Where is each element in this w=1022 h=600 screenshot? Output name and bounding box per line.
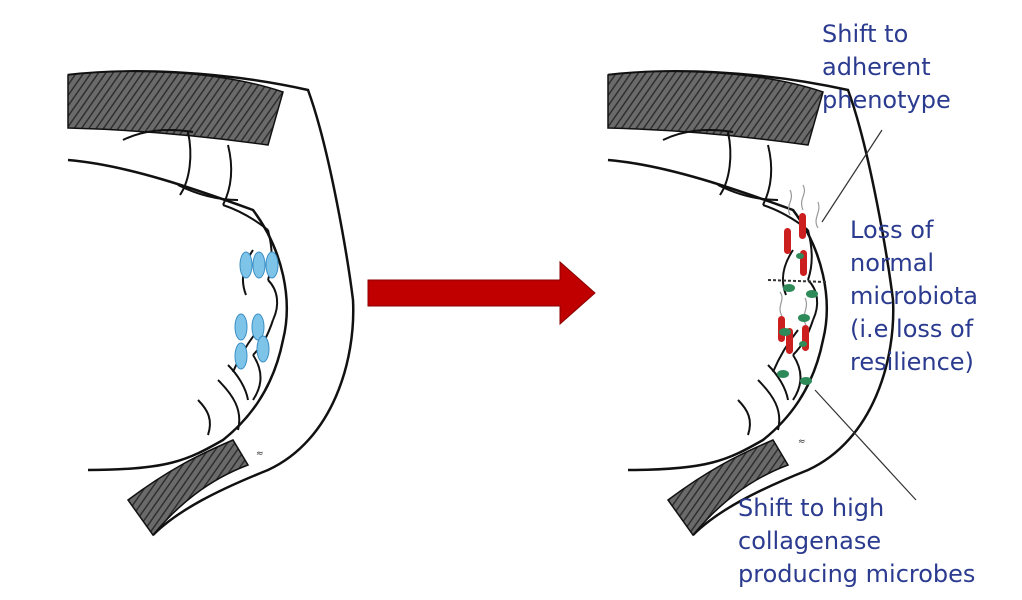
svg-text:≈: ≈	[256, 449, 264, 459]
healthy-colon-illustration: ≈	[66, 70, 355, 537]
collagenase-microbe-cluster	[777, 253, 818, 385]
normal-microbe	[252, 251, 266, 279]
normal-microbe	[251, 313, 265, 341]
collagenase-microbe	[799, 341, 807, 347]
right-arrow-icon	[367, 260, 596, 326]
collagenase-microbe	[779, 328, 791, 336]
collagenase-pointer-line	[814, 389, 917, 501]
normal-microbiota-cluster	[234, 251, 279, 370]
adherent-pointer-line	[821, 129, 883, 223]
collagenase-microbe	[777, 370, 789, 378]
adherent-microbe	[802, 325, 809, 351]
microbiota-loss-label: Loss of normal microbiota (i.e loss of r…	[850, 216, 978, 376]
normal-microbe	[234, 342, 248, 370]
collagenase-microbe	[806, 290, 818, 298]
normal-microbe	[239, 251, 253, 279]
normal-microbe	[234, 313, 248, 341]
dysbiotic-colon-illustration: ≈	[606, 70, 895, 537]
collagenase-microbe	[783, 284, 795, 292]
collagenase-microbe	[796, 253, 804, 259]
collagenase-microbe	[798, 314, 810, 322]
adherent-microbe	[784, 228, 791, 254]
collagenase-microbe	[800, 377, 812, 385]
adherent-phenotype-label: Shift to adherent phenotype	[822, 20, 951, 114]
collagenase-shift-label: Shift to high collagenase producing micr…	[738, 494, 976, 588]
normal-microbe	[265, 251, 279, 279]
svg-text:≈: ≈	[798, 437, 806, 447]
adherent-microbe	[799, 213, 806, 239]
normal-microbe	[256, 335, 270, 363]
